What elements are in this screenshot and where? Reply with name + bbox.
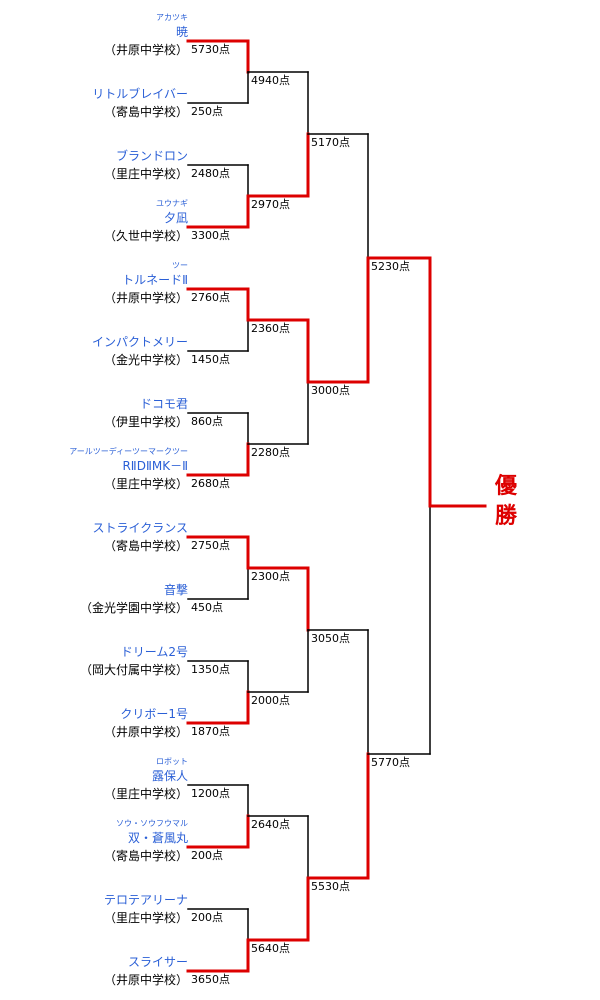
entry-name: ブランドロン bbox=[115, 149, 188, 163]
entry-school: （久世中学校） bbox=[103, 229, 188, 243]
entry-ruby: ロボット bbox=[156, 757, 188, 766]
entry-name: リトルブレイバー bbox=[92, 87, 188, 101]
round-score: 2640点 bbox=[251, 818, 290, 831]
entry-score: 2760点 bbox=[191, 291, 230, 304]
entry-school: （井原中学校） bbox=[103, 43, 188, 57]
entry-name: ストライクランス bbox=[92, 521, 188, 535]
entry-score: 2750点 bbox=[191, 539, 230, 552]
entry-ruby: ツー bbox=[172, 261, 188, 270]
entry-name: ドリーム2号 bbox=[120, 645, 188, 659]
entry-name: テロテアリーナ bbox=[103, 893, 188, 907]
entry-school: （伊里中学校） bbox=[103, 415, 188, 429]
entry-name: インパクトメリー bbox=[91, 335, 188, 349]
entry-score: 5730点 bbox=[191, 43, 230, 56]
champion-char-1: 優 bbox=[494, 474, 517, 499]
entry-score: 1450点 bbox=[191, 353, 230, 366]
round-score: 4940点 bbox=[251, 74, 290, 87]
entry-school: （寄島中学校） bbox=[103, 539, 188, 553]
entry-name: 音撃 bbox=[163, 583, 188, 597]
entry-score: 1350点 bbox=[191, 663, 230, 676]
entry-school: （金光中学校） bbox=[103, 353, 188, 367]
entry-name: トルネードⅡ bbox=[122, 273, 188, 287]
entry-score: 250点 bbox=[191, 105, 223, 118]
entry-score: 1870点 bbox=[191, 725, 230, 738]
round-score: 2360点 bbox=[251, 322, 290, 335]
entry-school: （里庄中学校） bbox=[103, 167, 188, 181]
entry-ruby: ソウ・ソウフウマル bbox=[116, 819, 188, 828]
entry-score: 3300点 bbox=[191, 229, 230, 242]
entry-score: 2680点 bbox=[191, 477, 230, 490]
round-score: 3000点 bbox=[311, 384, 350, 397]
round-score: 5530点 bbox=[311, 880, 350, 893]
entry-school: （井原中学校） bbox=[103, 973, 188, 987]
entry-score: 3650点 bbox=[191, 973, 230, 986]
entry-score: 200点 bbox=[191, 849, 223, 862]
entry-ruby: アカツキ bbox=[156, 13, 188, 22]
entry-school: （井原中学校） bbox=[103, 725, 188, 739]
round-score: 2280点 bbox=[251, 446, 290, 459]
entry-score: 860点 bbox=[191, 415, 223, 428]
entry-school: （里庄中学校） bbox=[103, 911, 188, 925]
entry-school: （里庄中学校） bbox=[103, 477, 188, 491]
entry-name: 暁 bbox=[175, 25, 188, 39]
round-score: 5230点 bbox=[371, 260, 410, 273]
entry-school: （井原中学校） bbox=[103, 291, 188, 305]
entry-score: 1200点 bbox=[191, 787, 230, 800]
entry-ruby: ユウナギ bbox=[156, 199, 188, 208]
entry-school: （里庄中学校） bbox=[103, 787, 188, 801]
round-score: 2970点 bbox=[251, 198, 290, 211]
entry-ruby: アールツーディーツーマークツー bbox=[69, 447, 188, 456]
entry-score: 450点 bbox=[191, 601, 223, 614]
round-score: 3050点 bbox=[311, 632, 350, 645]
entry-school: （岡大付属中学校） bbox=[79, 663, 188, 677]
round-score: 5640点 bbox=[251, 942, 290, 955]
entry-name: 夕凪 bbox=[163, 211, 188, 225]
entry-score: 2480点 bbox=[191, 167, 230, 180]
champion-char-2: 勝 bbox=[494, 504, 517, 529]
round-score: 5170点 bbox=[311, 136, 350, 149]
round-score: 2000点 bbox=[251, 694, 290, 707]
entry-name: 露保人 bbox=[151, 769, 188, 783]
entry-school: （寄島中学校） bbox=[103, 849, 188, 863]
round-score: 5770点 bbox=[371, 756, 410, 769]
entry-school: （金光学園中学校） bbox=[79, 601, 188, 615]
entry-name: 双・蒼風丸 bbox=[127, 831, 188, 845]
entry-name: ドコモ君 bbox=[139, 397, 188, 411]
entry-name: RⅡDⅡMK－Ⅱ bbox=[122, 459, 188, 473]
champion-label: 優 勝 bbox=[490, 472, 522, 532]
entry-score: 200点 bbox=[191, 911, 223, 924]
round-score: 2300点 bbox=[251, 570, 290, 583]
entry-name: スライサー bbox=[127, 955, 188, 969]
entry-name: クリボー1号 bbox=[120, 707, 188, 721]
entry-school: （寄島中学校） bbox=[103, 105, 188, 119]
